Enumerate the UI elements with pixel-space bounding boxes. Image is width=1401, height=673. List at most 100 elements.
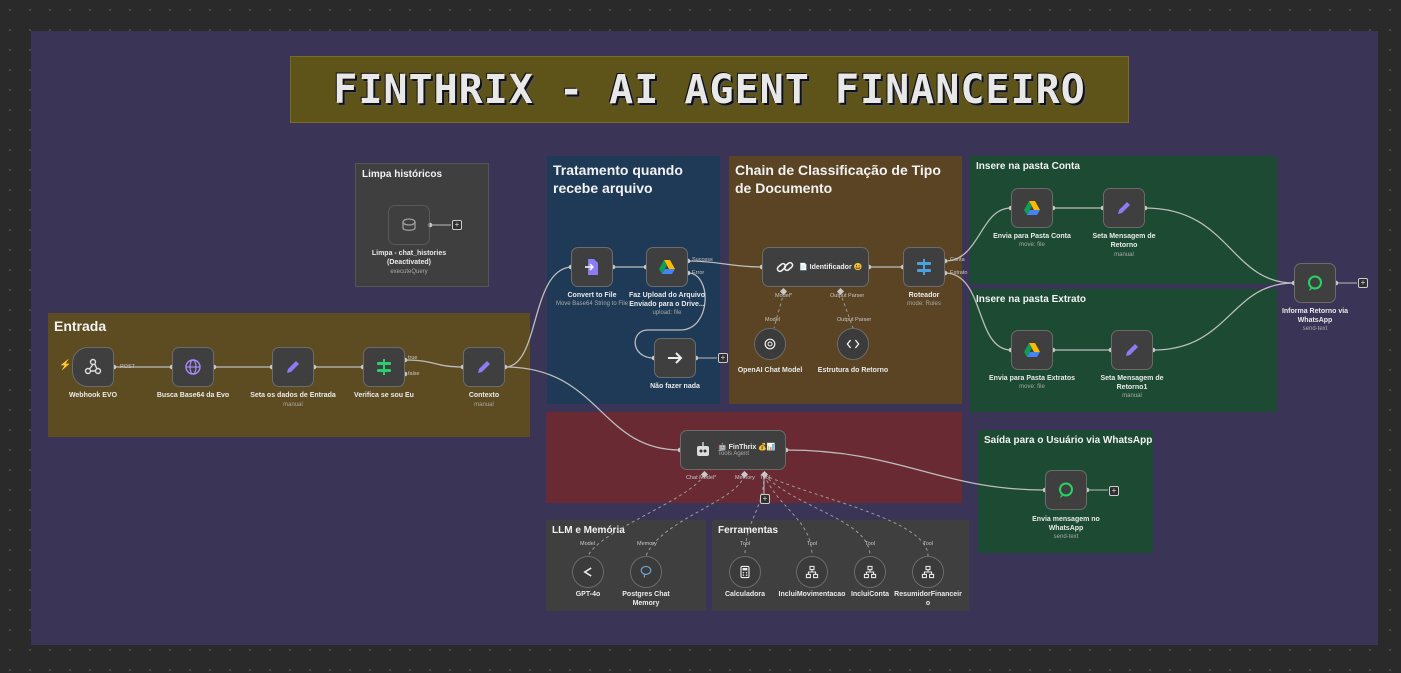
node-identificador[interactable]: 📄 Identificador 😃 xyxy=(762,247,869,287)
calculator-icon xyxy=(740,565,750,579)
node-envia-msg-label: Envia mensagem no xyxy=(1032,516,1100,523)
node-verifica-label: Verifica se sou Eu xyxy=(354,392,414,399)
share-icon xyxy=(583,567,592,577)
add-after-nao-fazer-button[interactable]: + xyxy=(718,353,728,363)
node-contexto-label: Contexto xyxy=(468,392,500,399)
group-title-ferramentas: Ferramentas xyxy=(718,525,779,536)
node-envia-msg[interactable] xyxy=(1045,470,1087,510)
node-seta-dados[interactable] xyxy=(272,347,314,387)
node-upload-label: Faz Upload do Arquivo xyxy=(629,292,705,299)
mov-port-label: Tool xyxy=(807,541,818,547)
group-title-conta: Insere na pasta Conta xyxy=(976,161,1080,172)
switch-icon xyxy=(377,359,391,375)
add-after-envia-msg-button[interactable]: + xyxy=(1109,486,1119,496)
port-post-label: POST xyxy=(120,364,135,370)
node-seta-dados-label: Seta os dados de Entrada xyxy=(250,392,336,399)
wire-memory-postgres xyxy=(645,474,745,557)
group-entrada[interactable]: Entrada xyxy=(48,313,530,437)
node-contexto-sub: manual xyxy=(474,402,494,408)
node-seta-msg1[interactable] xyxy=(1111,330,1153,370)
code-icon xyxy=(846,339,860,349)
convert-file-icon xyxy=(585,259,598,275)
add-after-informa-button[interactable]: + xyxy=(1358,278,1368,288)
add-after-limpa-button[interactable]: + xyxy=(452,220,462,230)
group-title-chain: Chain de Classificação de Tipo de Docume… xyxy=(735,162,941,196)
node-upload-sub: upload: file xyxy=(652,310,682,316)
port-error-label: Error xyxy=(692,270,705,276)
node-convert-label: Convert to File xyxy=(567,292,617,299)
resumidor-port-label: Tool xyxy=(923,541,934,547)
node-seta-msg1-label2: Retorno1 xyxy=(1116,384,1148,391)
wire-roteador-extrato xyxy=(944,272,1012,351)
node-finthrix-label: 🤖 FinThrix 💰📊 xyxy=(718,444,776,451)
conta-port-label: Tool xyxy=(865,541,876,547)
wire-tool-calc xyxy=(744,474,765,557)
node-gpt[interactable] xyxy=(572,556,604,588)
port-success-label: Success xyxy=(692,257,713,263)
wire-upload-identificador xyxy=(687,260,763,268)
add-tool-button[interactable]: + xyxy=(760,494,770,504)
node-contexto[interactable] xyxy=(463,347,505,387)
node-upload[interactable] xyxy=(646,247,688,287)
openai-port-label: Model xyxy=(765,317,780,323)
title-banner: FINTHRIX - AI AGENT FINANCEIRO xyxy=(290,56,1129,123)
wire-seta1-informa xyxy=(1152,282,1295,351)
group-title-tratamento: Tratamento quando recebe arquivo xyxy=(553,162,683,196)
node-envia-extratos-sub: move: file xyxy=(1019,384,1045,390)
group-title-limpa: Limpa históricos xyxy=(362,169,443,180)
node-envia-extratos[interactable] xyxy=(1011,330,1053,370)
node-limpa[interactable] xyxy=(388,205,430,245)
node-estrutura-label: Estrutura do Retorno xyxy=(817,367,889,374)
wire-verifica-contexto xyxy=(404,359,464,368)
node-seta-msg1-sub: manual xyxy=(1122,393,1142,399)
node-convert[interactable] xyxy=(571,247,613,287)
node-inclui-mov[interactable] xyxy=(796,556,828,588)
port-extrato-label: Extrato xyxy=(950,270,968,276)
node-postgres-label2: Memory xyxy=(632,600,660,607)
wire-tool-mov xyxy=(763,474,813,557)
node-resumidor-label: ResumidorFinanceir xyxy=(894,591,962,598)
port-tool-label: Tool xyxy=(760,475,771,481)
node-estrutura[interactable] xyxy=(837,328,869,360)
node-nao-fazer-label: Não fazer nada xyxy=(650,383,700,390)
port-true-label: true xyxy=(408,355,418,361)
google-drive-icon xyxy=(1024,343,1040,357)
node-upload-label2: Enviado para o Drive... xyxy=(629,301,705,308)
node-busca[interactable] xyxy=(172,347,214,387)
node-calc[interactable] xyxy=(729,556,761,588)
wire-finthrix-envia xyxy=(785,449,1046,491)
node-identificador-label: 📄 Identificador 😃 xyxy=(799,264,863,271)
node-roteador[interactable] xyxy=(903,247,945,287)
node-envia-conta-label: Envia para Pasta Conta xyxy=(993,233,1071,240)
node-finthrix[interactable]: 🤖 FinThrix 💰📊 Tools Agent xyxy=(680,430,786,470)
wire-upload-error xyxy=(634,272,706,359)
group-title-extrato: Insere na pasta Extrato xyxy=(976,294,1087,305)
webhook-icon xyxy=(84,358,102,375)
node-limpa-label2: (Deactivated) xyxy=(387,259,431,266)
node-seta-msg[interactable] xyxy=(1103,188,1145,228)
node-informa[interactable] xyxy=(1294,263,1336,303)
wire-tool-resumidor xyxy=(763,474,929,557)
node-verifica[interactable] xyxy=(363,347,405,387)
whatsapp-icon xyxy=(1308,275,1322,291)
link-icon xyxy=(776,261,794,273)
node-gpt-label: GPT-4o xyxy=(575,591,601,598)
pencil-icon xyxy=(1126,344,1138,356)
node-openai[interactable] xyxy=(754,328,786,360)
node-webhook-label: Webhook EVO xyxy=(68,392,118,399)
node-resumidor[interactable] xyxy=(912,556,944,588)
node-nao-fazer[interactable] xyxy=(654,338,696,378)
node-postgres[interactable] xyxy=(630,556,662,588)
wire-model-openai xyxy=(773,291,785,329)
node-inclui-conta[interactable] xyxy=(854,556,886,588)
estrutura-port-label: Output Parser xyxy=(837,317,872,323)
globe-icon xyxy=(185,359,201,375)
node-seta-msg-label: Seta Mensagem de xyxy=(1092,233,1156,240)
calc-port-label: Tool xyxy=(740,541,751,547)
node-envia-conta[interactable] xyxy=(1011,188,1053,228)
node-webhook[interactable] xyxy=(72,347,114,387)
wire-roteador-conta xyxy=(944,207,1012,262)
workflow-icon xyxy=(863,565,877,579)
port-false-label: false xyxy=(408,371,420,377)
google-drive-icon xyxy=(1024,201,1040,215)
